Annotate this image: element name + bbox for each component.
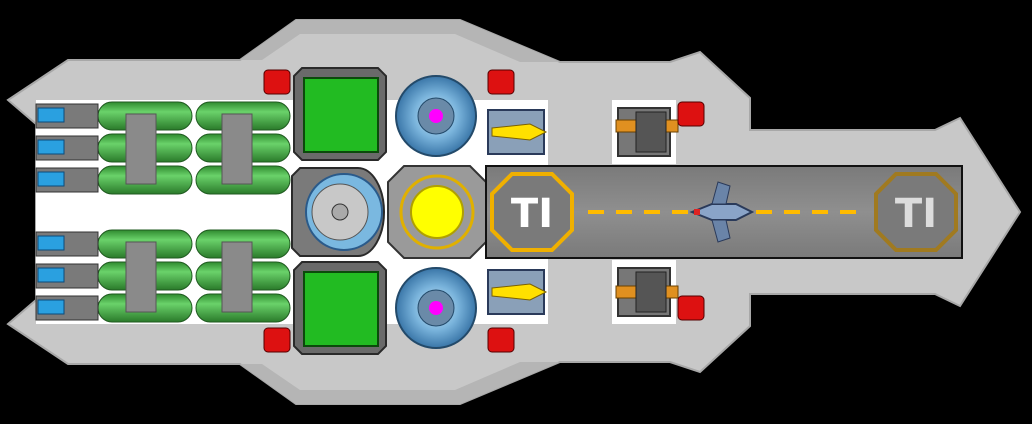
- fuel-tanks: [97, 229, 291, 323]
- hull-upper-ridge: [240, 20, 560, 62]
- thruster-glow: [37, 107, 65, 123]
- fuel-tanks: [97, 101, 291, 195]
- turret-upper[interactable]: [615, 107, 679, 157]
- thruster-glow: [37, 235, 65, 251]
- landing-pad-left[interactable]: TI: [490, 172, 574, 252]
- thruster-glow: [37, 299, 65, 315]
- missile-launcher-lower[interactable]: [487, 269, 548, 315]
- thruster-glow: [37, 171, 65, 187]
- hull-lower-ridge: [240, 362, 560, 404]
- pad-left-symbol: TI: [511, 191, 553, 237]
- shield-dome[interactable]: [291, 167, 385, 257]
- missile-launcher-upper[interactable]: [487, 109, 548, 155]
- pad-right-symbol: TI: [895, 191, 937, 237]
- thruster-glow: [37, 267, 65, 283]
- power-core[interactable]: [387, 165, 487, 259]
- thrusters: [35, 103, 99, 193]
- thruster-glow: [37, 139, 65, 155]
- reactor-upper[interactable]: [395, 75, 477, 157]
- cargo-bay-upper[interactable]: [293, 67, 387, 161]
- reactor-lower[interactable]: [395, 267, 477, 349]
- engine-bank-upper: [35, 101, 291, 195]
- cargo-bay-lower[interactable]: [293, 261, 387, 355]
- engine-bank-lower: [35, 229, 291, 323]
- landing-pad-right[interactable]: TI: [874, 172, 958, 252]
- thrusters: [35, 231, 99, 321]
- docked-fighter[interactable]: [689, 181, 755, 243]
- warning-lights: [263, 69, 705, 353]
- turret-lower[interactable]: [615, 267, 679, 317]
